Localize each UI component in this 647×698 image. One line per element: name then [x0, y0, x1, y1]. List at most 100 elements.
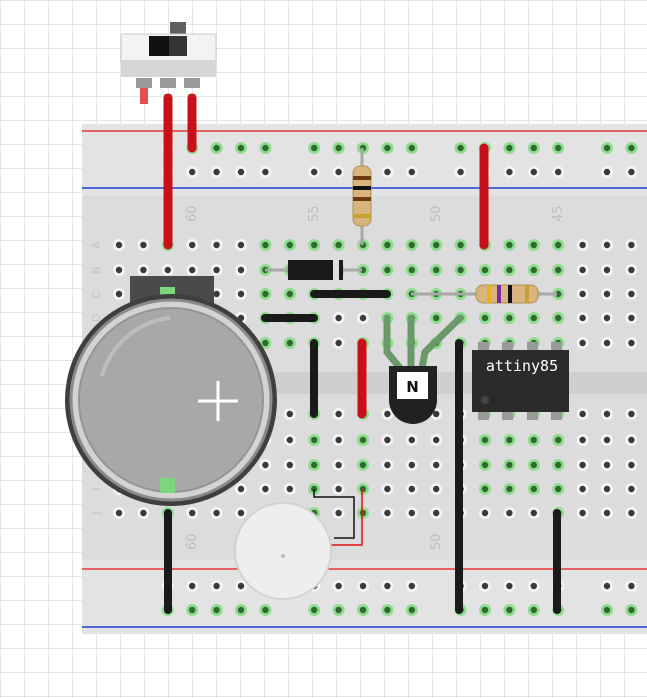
breadboard-hole-center [408, 436, 415, 444]
breadboard-hole-center [457, 266, 464, 274]
breadboard-hole-center [311, 461, 318, 469]
breadboard-hole-center [603, 241, 611, 249]
breadboard-hole-center [262, 606, 269, 614]
breadboard-hole-center [628, 241, 635, 249]
breadboard-hole-center [506, 606, 513, 614]
breadboard-hole-center [237, 168, 245, 176]
breadboard-hole-center [433, 314, 440, 322]
breadboard-hole-center [335, 606, 342, 614]
breadboard-hole-center [579, 410, 586, 418]
diode[interactable] [265, 260, 362, 280]
breadboard-hole-center [408, 509, 415, 517]
column-numbers-bottom: 60 50 [185, 533, 444, 550]
breadboard-hole-center [530, 168, 537, 176]
breadboard-hole-center [555, 485, 562, 493]
breadboard-hole-center [506, 485, 513, 493]
breadboard-hole-center [433, 266, 440, 274]
breadboard-hole-center [555, 144, 562, 152]
breadboard-hole-center [457, 168, 464, 176]
breadboard-hole-center [189, 168, 196, 176]
column-number-50-top: 50 [429, 205, 444, 222]
breadboard-hole-center [286, 241, 293, 249]
breadboard-hole-center [335, 241, 342, 249]
breadboard-hole-center [603, 582, 611, 590]
breadboard-hole-center [213, 582, 220, 590]
row-letter-c: C [90, 290, 103, 298]
breadboard-hole-center [628, 582, 635, 590]
breadboard-hole-center [555, 436, 562, 444]
resistor-vertical[interactable] [352, 148, 372, 245]
breadboard-hole-center [628, 436, 635, 444]
breadboard-hole-center [579, 339, 586, 347]
breadboard-hole-center [457, 144, 464, 152]
breadboard-hole-center [237, 144, 245, 152]
breadboard-hole-center [628, 290, 635, 298]
column-numbers-top: 60 55 50 45 [185, 205, 566, 222]
breadboard-hole-center [506, 144, 513, 152]
breadboard-hole-center [311, 241, 318, 249]
breadboard-hole-center [506, 436, 513, 444]
breadboard-hole-center [506, 314, 513, 322]
slide-switch[interactable] [120, 22, 217, 104]
breadboard-hole-center [213, 509, 220, 517]
breadboard-hole-center [140, 241, 147, 249]
breadboard-hole-center [213, 266, 220, 274]
coin-cell-battery[interactable] [65, 276, 277, 506]
breadboard-hole-center [335, 314, 342, 322]
breadboard-hole-center [189, 509, 196, 517]
breadboard-hole-center [579, 461, 586, 469]
breadboard-hole-center [408, 266, 415, 274]
breadboard-hole-center [384, 582, 391, 590]
row-letter-b: B [90, 266, 103, 274]
breadboard-hole-center [530, 266, 537, 274]
breadboard-hole-center [140, 509, 147, 517]
breadboard-hole-center [359, 266, 367, 274]
breadboard-hole-center [481, 582, 489, 590]
breadboard-hole-center [579, 314, 586, 322]
breadboard-hole-center [189, 241, 196, 249]
row-letter-i: I [90, 487, 103, 490]
breadboard-hole-center [359, 606, 367, 614]
breadboard-hole-center [359, 461, 367, 469]
breadboard-hole-center [481, 485, 489, 493]
breadboard-hole-center [237, 606, 245, 614]
breadboard-hole-center [530, 241, 537, 249]
breadboard-hole-center [481, 314, 489, 322]
breadboard-hole-center [335, 582, 342, 590]
breadboard-hole-center [579, 485, 586, 493]
breadboard-hole-center [579, 266, 586, 274]
piezo-buzzer[interactable] [234, 502, 332, 600]
breadboard-hole-center [603, 266, 611, 274]
column-number-60-top: 60 [185, 205, 200, 222]
breadboard-hole-center [359, 509, 367, 517]
breadboard-hole-center [286, 339, 293, 347]
breadboard-hole-center [579, 241, 586, 249]
breadboard-hole-center [335, 485, 342, 493]
breadboard-hole-center [506, 168, 513, 176]
breadboard-hole-center [384, 436, 391, 444]
breadboard-hole-center [408, 168, 415, 176]
breadboard-hole-center [335, 509, 342, 517]
breadboard-hole-center [164, 266, 171, 274]
resistor-horizontal[interactable] [411, 284, 557, 304]
breadboard-hole-center [603, 436, 611, 444]
breadboard-hole-center [237, 241, 245, 249]
breadboard-hole-center [433, 410, 440, 418]
breadboard-hole-center [262, 241, 269, 249]
breadboard-hole-center [408, 144, 415, 152]
breadboard-hole-center [115, 509, 123, 517]
breadboard-hole-center [286, 290, 293, 298]
transistor[interactable]: N [383, 314, 464, 424]
breadboard-hole-center [481, 436, 489, 444]
breadboard-hole-center [530, 314, 537, 322]
breadboard-hole-center [579, 290, 586, 298]
breadboard-hole-center [311, 168, 318, 176]
breadboard-hole-center [262, 290, 269, 298]
breadboard-hole-center [237, 290, 245, 298]
breadboard-hole-center [530, 436, 537, 444]
breadboard-hole-center [115, 241, 123, 249]
attiny85-chip[interactable]: attiny85 [472, 342, 569, 420]
black-wires [164, 290, 561, 614]
breadboard-hole-center [384, 168, 391, 176]
